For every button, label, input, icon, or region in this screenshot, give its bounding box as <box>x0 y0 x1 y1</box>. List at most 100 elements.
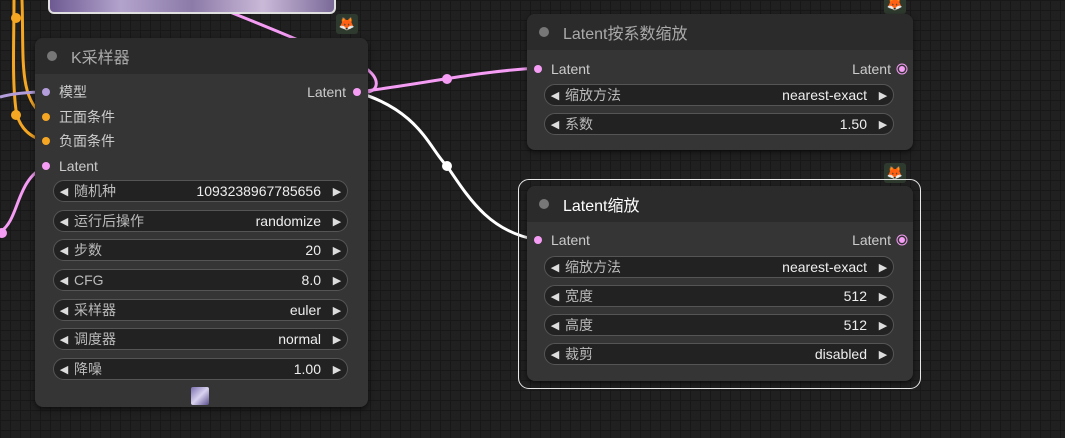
node-title-bar[interactable]: Latent按系数缩放 <box>527 14 913 50</box>
input-latent[interactable]: Latent <box>527 59 590 79</box>
widget-name: 采样器 <box>74 302 116 318</box>
latent-upscale-node[interactable]: Latent缩放 Latent Latent ◀ 缩放方法 nearest-exac… <box>527 186 913 381</box>
widget-crop[interactable]: ◀ 裁剪 disabled ▶ <box>544 343 894 365</box>
widget-value: 20 <box>305 242 321 258</box>
widget-value: 8.0 <box>301 272 321 288</box>
widget-value: disabled <box>814 346 867 362</box>
node-title: Latent缩放 <box>563 198 640 215</box>
input-slot-icon[interactable] <box>534 65 542 73</box>
node-title: K采样器 <box>71 50 130 67</box>
input-slot-icon[interactable] <box>42 162 50 170</box>
increment-arrow-icon[interactable]: ▶ <box>878 290 888 303</box>
decrement-arrow-icon[interactable]: ◀ <box>59 274 69 287</box>
output-latent[interactable]: Latent <box>852 59 913 79</box>
increment-arrow-icon[interactable]: ▶ <box>878 89 888 102</box>
wire-reroute-dot <box>11 110 21 120</box>
widget-name: 裁剪 <box>565 346 593 362</box>
increment-arrow-icon[interactable]: ▶ <box>332 244 342 257</box>
widget-value: 1.50 <box>839 116 867 132</box>
decrement-arrow-icon[interactable]: ◀ <box>550 118 560 131</box>
decrement-arrow-icon[interactable]: ◀ <box>59 244 69 257</box>
widget-name: 降噪 <box>74 361 102 377</box>
widget-name: 步数 <box>74 242 102 258</box>
widget-upscale-method[interactable]: ◀ 缩放方法 nearest-exact ▶ <box>544 256 894 278</box>
decrement-arrow-icon[interactable]: ◀ <box>59 215 69 228</box>
output-label: Latent <box>852 61 891 77</box>
output-slot-icon[interactable] <box>899 66 905 72</box>
decrement-arrow-icon[interactable]: ◀ <box>59 363 69 376</box>
increment-arrow-icon[interactable]: ▶ <box>332 304 342 317</box>
wire-reroute-dot <box>442 74 452 84</box>
input-label: 负面条件 <box>59 133 115 149</box>
input-slot-icon[interactable] <box>42 113 50 121</box>
wire-reroute-dot <box>11 13 21 23</box>
decrement-arrow-icon[interactable]: ◀ <box>59 333 69 346</box>
decrement-arrow-icon[interactable]: ◀ <box>550 348 560 361</box>
input-latent[interactable]: Latent <box>527 230 590 250</box>
collapse-dot-icon[interactable] <box>47 51 57 61</box>
collapse-dot-icon[interactable] <box>539 199 549 209</box>
widget-steps[interactable]: ◀ 步数 20 ▶ <box>53 239 348 261</box>
decrement-arrow-icon[interactable]: ◀ <box>550 261 560 274</box>
fox-icon[interactable]: 🦊 <box>884 163 906 183</box>
preview-thumbnail[interactable] <box>191 387 209 405</box>
decrement-arrow-icon[interactable]: ◀ <box>550 319 560 332</box>
output-latent[interactable]: Latent <box>852 230 913 250</box>
widget-value: normal <box>278 331 321 347</box>
output-label: Latent <box>307 84 346 100</box>
preview-image-node[interactable] <box>48 0 336 14</box>
wire-reroute-dot <box>0 228 7 238</box>
widget-name: 缩放方法 <box>565 259 621 275</box>
widget-value: nearest-exact <box>782 259 867 275</box>
input-label: Latent <box>551 232 590 248</box>
node-title-bar[interactable]: K采样器 <box>35 38 368 74</box>
decrement-arrow-icon[interactable]: ◀ <box>59 185 69 198</box>
input-label: 正面条件 <box>59 109 115 125</box>
input-latent[interactable]: Latent <box>35 156 98 176</box>
input-negative[interactable]: 负面条件 <box>35 131 115 151</box>
fox-icon[interactable]: 🦊 <box>336 14 358 34</box>
output-label: Latent <box>852 232 891 248</box>
widget-scheduler[interactable]: ◀ 调度器 normal ▶ <box>53 328 348 350</box>
increment-arrow-icon[interactable]: ▶ <box>332 215 342 228</box>
increment-arrow-icon[interactable]: ▶ <box>332 185 342 198</box>
increment-arrow-icon[interactable]: ▶ <box>332 363 342 376</box>
input-positive[interactable]: 正面条件 <box>35 107 115 127</box>
increment-arrow-icon[interactable]: ▶ <box>878 319 888 332</box>
widget-name: 调度器 <box>74 331 116 347</box>
fox-icon[interactable]: 🦊 <box>884 0 906 14</box>
output-slot-icon[interactable] <box>353 88 361 96</box>
input-label: Latent <box>59 158 98 174</box>
input-slot-icon[interactable] <box>42 88 50 96</box>
input-label: Latent <box>551 61 590 77</box>
output-latent[interactable]: Latent <box>307 82 368 102</box>
increment-arrow-icon[interactable]: ▶ <box>332 333 342 346</box>
input-model[interactable]: 模型 <box>35 82 87 102</box>
widget-name: 运行后操作 <box>74 213 144 229</box>
increment-arrow-icon[interactable]: ▶ <box>878 118 888 131</box>
input-slot-icon[interactable] <box>534 236 542 244</box>
collapse-dot-icon[interactable] <box>539 27 549 37</box>
input-slot-icon[interactable] <box>42 137 50 145</box>
output-slot-icon[interactable] <box>899 237 905 243</box>
node-title-bar[interactable]: Latent缩放 <box>527 186 913 222</box>
node-title: Latent按系数缩放 <box>563 26 688 43</box>
increment-arrow-icon[interactable]: ▶ <box>878 261 888 274</box>
increment-arrow-icon[interactable]: ▶ <box>332 274 342 287</box>
increment-arrow-icon[interactable]: ▶ <box>878 348 888 361</box>
decrement-arrow-icon[interactable]: ◀ <box>59 304 69 317</box>
decrement-arrow-icon[interactable]: ◀ <box>550 89 560 102</box>
decrement-arrow-icon[interactable]: ◀ <box>550 290 560 303</box>
